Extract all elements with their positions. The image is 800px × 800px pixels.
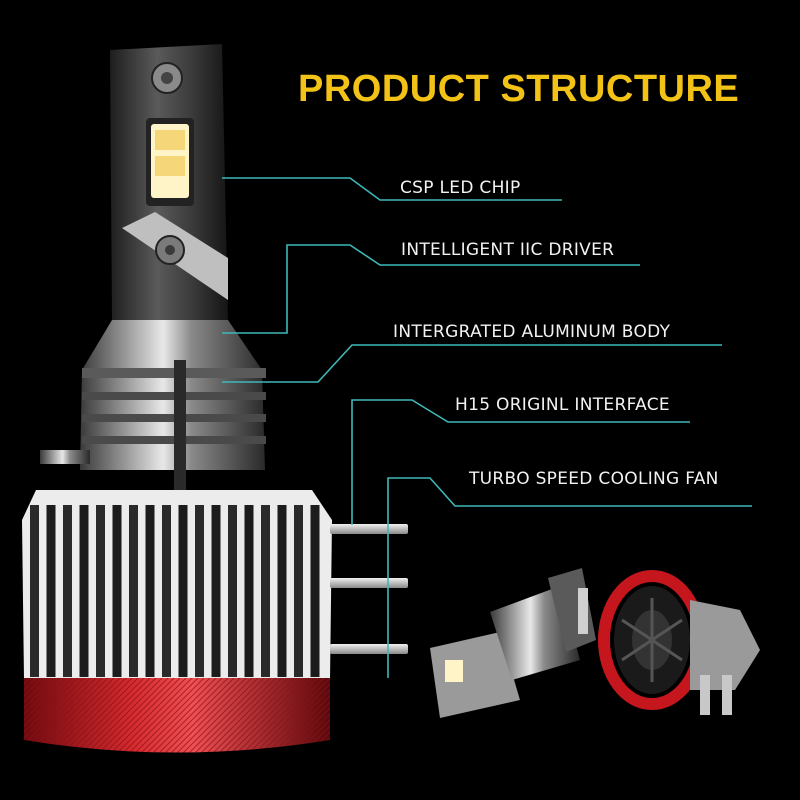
inset-bulb-side-view (430, 568, 596, 718)
cooling-fin (30, 505, 39, 677)
leader-line-fan (387, 477, 752, 678)
cooling-fin (145, 505, 155, 677)
inset-fan-rear-view (598, 570, 760, 715)
red-ring (24, 678, 330, 753)
cooling-fin (46, 505, 56, 677)
aluminum-body (40, 320, 266, 500)
cooling-fin (294, 505, 303, 677)
cooling-fin (79, 505, 89, 677)
cooling-fin (63, 505, 72, 677)
cooling-fin (261, 505, 270, 677)
connector-pins (330, 524, 408, 654)
leader-lines (222, 177, 752, 678)
led-head (110, 44, 228, 320)
callout-csp-led-chip: CSP LED CHIP (400, 178, 521, 198)
cooling-fin (178, 505, 188, 677)
cooling-fin (129, 505, 138, 677)
leader-line-body (222, 344, 722, 383)
leader-line-interface (351, 399, 690, 525)
cooling-fin (211, 505, 221, 677)
callout-aluminum-body: INTERGRATED ALUMINUM BODY (393, 322, 671, 342)
cooling-fin (244, 505, 254, 677)
cooling-fins (22, 490, 332, 680)
cooling-fin (195, 505, 204, 677)
cooling-fin (96, 505, 105, 677)
callout-iic-driver: INTELLIGENT IIC DRIVER (401, 240, 615, 260)
leader-line-csp (222, 177, 562, 201)
page-title: PRODUCT STRUCTURE (298, 68, 740, 110)
cooling-fin (162, 505, 171, 677)
cooling-fin (310, 505, 320, 677)
callout-h15-interface: H15 ORIGINL INTERFACE (455, 395, 670, 415)
cooling-fin (112, 505, 122, 677)
cooling-fin (228, 505, 237, 677)
cooling-fin (277, 505, 287, 677)
callout-cooling-fan: TURBO SPEED COOLING FAN (469, 469, 719, 489)
leader-line-driver (222, 244, 640, 334)
